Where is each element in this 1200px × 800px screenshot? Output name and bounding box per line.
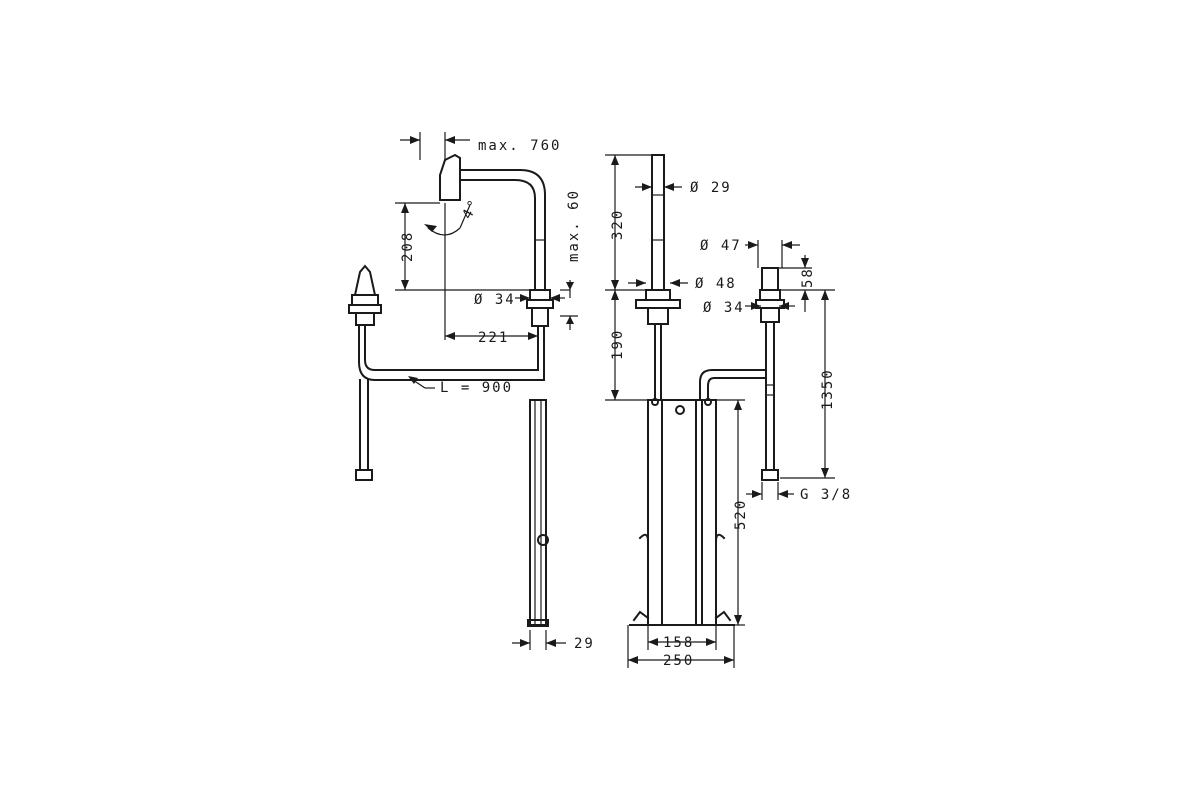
label-angle-4: 4° [459, 196, 483, 222]
label-29-bottom: 29 [574, 636, 595, 652]
label-diameter-48: Ø 48 [695, 276, 737, 292]
label-221: 221 [478, 330, 509, 346]
label-520: 520 [733, 499, 749, 530]
label-diameter-34-right: Ø 34 [703, 300, 745, 316]
label-320: 320 [610, 209, 626, 240]
label-208: 208 [400, 231, 416, 262]
label-250: 250 [663, 653, 694, 669]
label-190: 190 [610, 329, 626, 360]
label-max-760: max. 760 [478, 138, 561, 154]
label-L-900: L = 900 [440, 380, 513, 396]
label-max-60: max. 60 [566, 189, 582, 262]
label-58: 58 [800, 267, 816, 288]
label-158: 158 [663, 635, 694, 651]
faucet-front-view: 320 Ø 29 Ø 48 190 Ø 47 58 [605, 154, 852, 669]
label-diameter-29: Ø 29 [690, 180, 732, 196]
label-1350: 1350 [820, 368, 836, 410]
label-G-3-8: G 3/8 [800, 487, 852, 503]
label-diameter-34-left: Ø 34 [474, 292, 516, 308]
faucet-side-view: max. 760 208 4° max. 60 Ø 34 221 [348, 132, 595, 652]
label-diameter-47: Ø 47 [700, 238, 742, 254]
